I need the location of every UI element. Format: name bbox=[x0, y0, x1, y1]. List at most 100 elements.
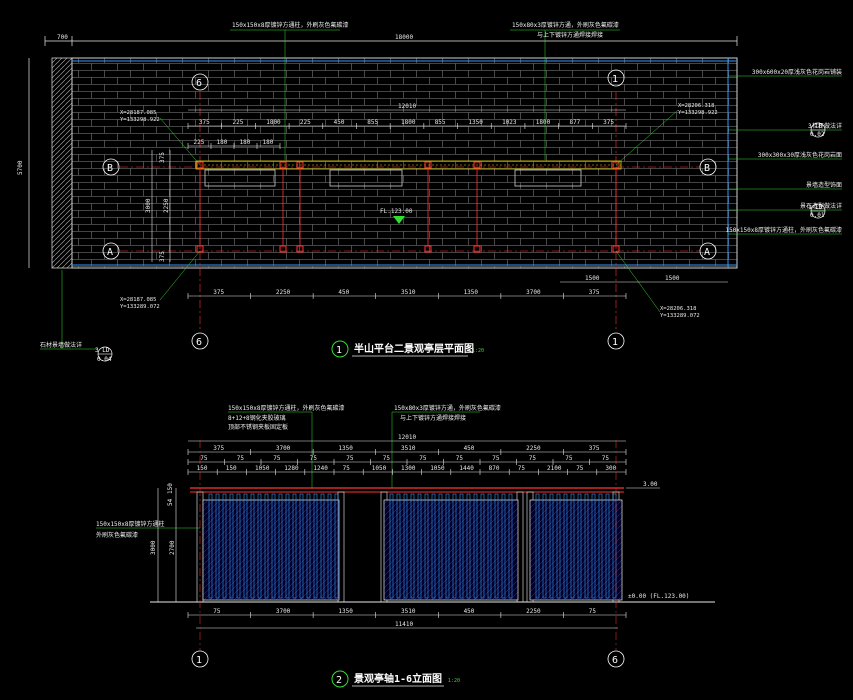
elev-dim-top3-6: 75 bbox=[343, 465, 351, 472]
elev-level-top: 3.00 bbox=[643, 481, 658, 488]
plan-dim-bottom-7: 375 bbox=[589, 289, 600, 296]
elev-dim-top2-2: 75 bbox=[237, 455, 245, 462]
elev-dim-top3-3: 1050 bbox=[255, 465, 270, 472]
plan-dim-top-total: 18000 bbox=[395, 34, 413, 41]
elev-dim-top3-8: 1300 bbox=[401, 465, 416, 472]
plan-dim-bottom-5: 1350 bbox=[464, 289, 479, 296]
elev-dim-bottom-total: 11410 bbox=[395, 621, 413, 628]
elev-slat-14 bbox=[299, 493, 304, 599]
plan-dim-inner-3: 1800 bbox=[266, 119, 281, 126]
elev-level-bottom: ±0.00 (FL.123.00) bbox=[628, 593, 689, 600]
elev-slat-30 bbox=[459, 493, 464, 599]
elev-dim-bottom-5: 450 bbox=[464, 608, 475, 615]
plan-note-right-6: 150x150x8厚镀锌方通柱，外刷灰色氟碳漆 bbox=[725, 226, 842, 234]
plan-grid-top-left: 6 bbox=[196, 78, 202, 89]
elev-dim-top2-11: 75 bbox=[565, 455, 573, 462]
elev-dim-top-total: 12010 bbox=[398, 434, 416, 441]
elev-slat-38 bbox=[535, 493, 540, 599]
elev-slats bbox=[208, 493, 617, 599]
elev-slat-24 bbox=[417, 493, 422, 599]
elev-note-top-4: 150x80x3厚镀锌方通，外刷灰色氟碳漆 bbox=[394, 404, 501, 412]
elev-slat-4 bbox=[229, 493, 234, 599]
elev-dim-top2-5: 75 bbox=[346, 455, 354, 462]
elev-slat-31 bbox=[466, 493, 471, 599]
elev-slat-26 bbox=[431, 493, 436, 599]
elev-slat-35 bbox=[494, 493, 499, 599]
elev-slat-18 bbox=[327, 493, 332, 599]
elev-dim-top2-12: 75 bbox=[602, 455, 610, 462]
plan-note-right-5: 景石造型做法详 bbox=[800, 202, 842, 210]
elev-note-top-3: 顶部不锈钢夹板固定板 bbox=[228, 423, 288, 431]
elev-dim-top2-1: 75 bbox=[200, 455, 208, 462]
elev-dim-top3-1: 150 bbox=[197, 465, 208, 472]
plan-note-right-3: 300x300x30厚浅灰色花岗岩面 bbox=[758, 151, 842, 159]
elev-note-top-1: 150x150x8厚镀锌方通柱，外刷灰色氟碳漆 bbox=[228, 404, 345, 412]
plan-title-number: 1 bbox=[336, 345, 342, 356]
elev-grid-right: 6 bbox=[612, 655, 618, 666]
elev-dim-top3-2: 150 bbox=[226, 465, 237, 472]
elev-dim-bottom-3: 1350 bbox=[338, 608, 353, 615]
plan-dim-inner-11: 1800 bbox=[536, 119, 551, 126]
elev-dim-left-3: 3000 bbox=[150, 540, 157, 555]
plan-dim-top-left: 700 bbox=[57, 34, 68, 41]
elev-dim-top3-7: 1050 bbox=[372, 465, 387, 472]
elev-slat-28 bbox=[445, 493, 450, 599]
elev-dim-top3-11: 870 bbox=[489, 465, 500, 472]
plan-dim-inner2-1: 225 bbox=[194, 139, 205, 146]
elev-dim-top3-9: 1050 bbox=[430, 465, 445, 472]
elev-dim-top-6: 2250 bbox=[526, 445, 541, 452]
elev-slat-17 bbox=[320, 493, 325, 599]
plan-dim-inner-6: 855 bbox=[367, 119, 378, 126]
elev-dim-top2-9: 75 bbox=[492, 455, 500, 462]
elev-dim-top2-6: 75 bbox=[383, 455, 391, 462]
plan-dim-bottom-4: 3510 bbox=[401, 289, 416, 296]
plan-grid-right-B: B bbox=[704, 163, 710, 174]
plan-ref-right-2: 1 LD bbox=[808, 204, 823, 211]
plan-coord-tl-x: X=28187.085 bbox=[120, 110, 156, 116]
plan-coord-tl-y: Y=133298.922 bbox=[120, 117, 160, 123]
elev-slat-11 bbox=[278, 493, 283, 599]
plan-grid-left-A: A bbox=[107, 247, 113, 258]
elev-dim-left-4: 2700 bbox=[169, 540, 176, 555]
elev-slat-2 bbox=[215, 493, 220, 599]
plan-scale: 1:20 bbox=[472, 348, 484, 354]
elev-dim-top2-10: 75 bbox=[529, 455, 537, 462]
plan-dim-bottom-3: 450 bbox=[338, 289, 349, 296]
elev-dim-top3-13: 2100 bbox=[547, 465, 562, 472]
plan-dim-bottom-6: 3700 bbox=[526, 289, 541, 296]
plan-coord-bl-x: X=28187.085 bbox=[120, 297, 156, 303]
plan-note-top-2: 150x80x3厚镀锌方通，外刷灰色氟碳漆 bbox=[512, 21, 619, 29]
elev-dim-bottom-7: 75 bbox=[589, 608, 597, 615]
elev-slat-7 bbox=[250, 493, 255, 599]
elev-dim-top-3: 1350 bbox=[338, 445, 353, 452]
plan-right-notes: 300x600x20厚浅灰色花岗岩铺装栏杆做法详300x300x30厚浅灰色花岗… bbox=[725, 68, 842, 235]
plan-dim-left-1: 375 bbox=[159, 152, 166, 163]
plan-dim-inner-9: 1350 bbox=[468, 119, 483, 126]
plan-paving bbox=[71, 57, 738, 269]
elev-dim-bottom-6: 2250 bbox=[526, 608, 541, 615]
plan-grid-top-right: 1 bbox=[612, 74, 618, 85]
elev-dim-top-4: 3510 bbox=[401, 445, 416, 452]
elev-slat-33 bbox=[480, 493, 485, 599]
plan-dim-inner-2: 225 bbox=[233, 119, 244, 126]
plan-note-right-1: 300x600x20厚浅灰色花岗岩铺装 bbox=[752, 68, 842, 76]
plan-dim-bottom-2: 2250 bbox=[276, 289, 291, 296]
plan-bench-3 bbox=[514, 169, 582, 187]
elev-slat-47 bbox=[598, 493, 603, 599]
elev-scale: 1:20 bbox=[448, 678, 460, 684]
elev-dim-bottom-1: 75 bbox=[213, 608, 221, 615]
elev-dim-top2-4: 75 bbox=[310, 455, 318, 462]
plan-title: 半山平台二景观亭层平面图 bbox=[354, 342, 474, 355]
plan-coord-tr-x: X=28206.318 bbox=[678, 103, 714, 109]
plan-dim-inner2-3: 180 bbox=[240, 139, 251, 146]
plan-coord-br-y: Y=133289.072 bbox=[660, 313, 700, 319]
plan-note-top-1: 150x150x8厚镀锌方通柱，外刷灰色氟碳漆 bbox=[232, 21, 349, 29]
elev-slat-20 bbox=[389, 493, 394, 599]
elev-slat-44 bbox=[577, 493, 582, 599]
elev-slat-46 bbox=[591, 493, 596, 599]
plan-left-wall bbox=[51, 57, 73, 269]
plan-grid-left-B: B bbox=[107, 163, 113, 174]
elev-note-top-5: 与上下镀锌方通焊接焊接 bbox=[400, 414, 466, 422]
